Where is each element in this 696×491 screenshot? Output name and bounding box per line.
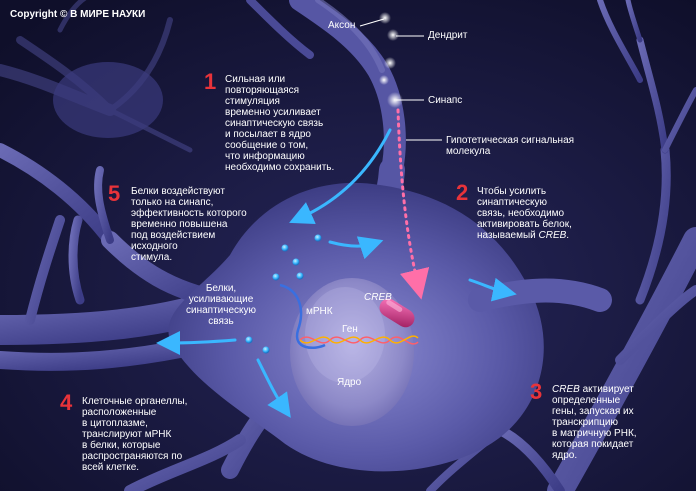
step-4-text: Клеточные органеллы, расположенные в цит… bbox=[82, 396, 188, 473]
mrna-label: мРНК bbox=[306, 306, 333, 317]
step-3-number: 3 bbox=[530, 379, 543, 404]
step-4-number: 4 bbox=[60, 390, 73, 415]
step-2-creb: CREB bbox=[538, 230, 567, 241]
step-2-text: Чтобы усилить синаптическую связь, необх… bbox=[477, 186, 572, 241]
step-1-text: Сильная или повторяющаяся стимуляция вре… bbox=[225, 74, 335, 173]
axon-label: Аксон bbox=[328, 20, 356, 31]
step-3-text-main: активирует определенные гены, запуская и… bbox=[552, 384, 637, 461]
nucleus-label: Ядро bbox=[337, 377, 362, 388]
gene-label: Ген bbox=[342, 324, 358, 335]
step-2-number: 2 bbox=[456, 180, 469, 205]
proteins-label: Белки, усиливающие синаптическую связь bbox=[186, 283, 257, 327]
step-3-creb: CREB bbox=[552, 384, 580, 395]
step-5-number: 5 bbox=[108, 181, 121, 206]
creb-label: CREB bbox=[364, 292, 392, 303]
signal-molecule-label: Гипотетическая сигнальная молекула bbox=[446, 135, 575, 157]
step-2-text-main: Чтобы усилить синаптическую связь, необх… bbox=[477, 186, 572, 241]
step-2-text-end: . bbox=[566, 230, 570, 241]
step-5-text: Белки воздействуют только на синапс, эфф… bbox=[131, 186, 247, 263]
synapse-label: Синапс bbox=[428, 95, 463, 106]
step-1-number: 1 bbox=[204, 69, 217, 94]
dendrite-label: Дендрит bbox=[428, 30, 468, 41]
step-3-text: CREB активирует определенные гены, запус… bbox=[552, 384, 637, 461]
copyright-text: Copyright © В МИРЕ НАУКИ bbox=[10, 9, 146, 20]
